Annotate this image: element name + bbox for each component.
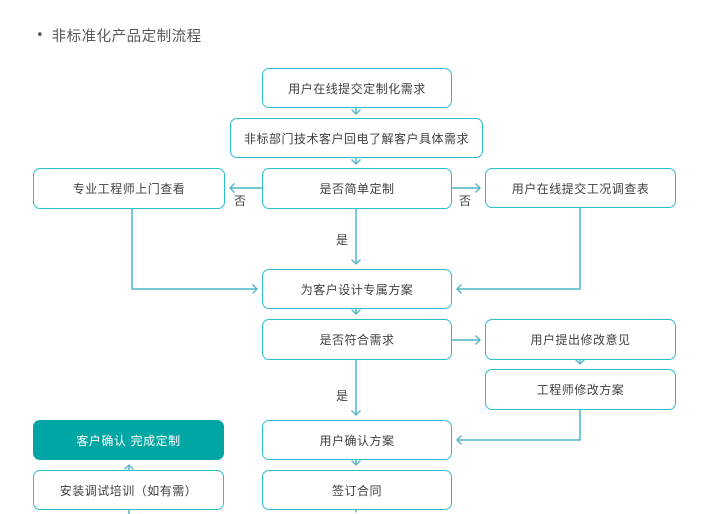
edge-label-no-left: 否 [233, 194, 246, 208]
page-title: • 非标准化产品定制流程 [36, 25, 202, 46]
node-confirm-plan: 用户确认方案 [262, 420, 452, 460]
node-design-plan: 为客户设计专属方案 [262, 269, 452, 309]
edge-label-yes-upper: 是 [335, 233, 348, 247]
node-complete-custom: 客户确认 完成定制 [33, 420, 224, 460]
node-submit-request: 用户在线提交定制化需求 [262, 68, 452, 108]
bullet-icon: • [36, 28, 44, 43]
connector-survey-to-design [456, 208, 581, 294]
node-meets-needs: 是否符合需求 [262, 319, 452, 360]
node-simple-custom: 是否简单定制 [262, 168, 452, 209]
node-engineer-visit: 专业工程师上门查看 [33, 168, 225, 209]
node-revise-plan: 工程师修改方案 [485, 369, 676, 410]
node-feedback: 用户提出修改意见 [485, 319, 676, 360]
node-sign-contract: 签订合同 [262, 470, 452, 510]
node-install-training: 安装调试培训（如有需） [33, 470, 224, 510]
page-title-text: 非标准化产品定制流程 [51, 29, 202, 45]
connector-visit-to-design [131, 209, 258, 294]
connector-revise-to-confirm [456, 410, 581, 445]
node-callback: 非标部门技术客户回电了解客户具体需求 [230, 118, 483, 158]
edge-label-no-right: 否 [458, 194, 471, 208]
node-survey-form: 用户在线提交工况调查表 [485, 168, 676, 208]
edge-label-yes-lower: 是 [335, 389, 348, 403]
